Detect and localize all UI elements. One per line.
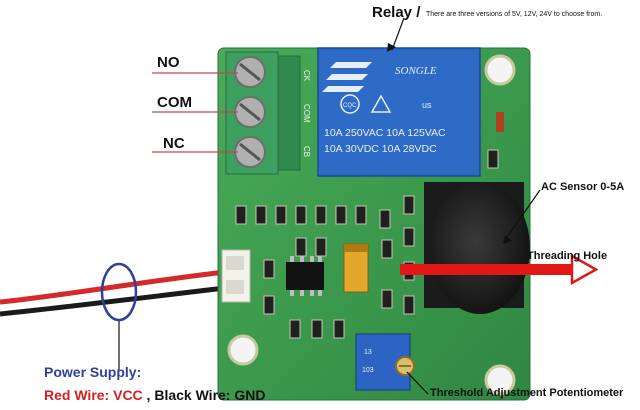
silk-cb: CB xyxy=(302,146,311,157)
potentiometer: 13 103 xyxy=(355,333,415,391)
label-threading-hole: Threading Hole xyxy=(527,250,608,262)
label-no: NO xyxy=(157,54,180,71)
power-connector xyxy=(221,249,251,303)
callout-lines xyxy=(152,72,238,153)
label-potentiometer: Threshold Adjustment Potentiometer xyxy=(430,387,624,399)
label-com: COM xyxy=(157,94,192,111)
silk-com: COM xyxy=(302,104,311,123)
songle-logo xyxy=(322,62,372,92)
svg-text:103: 103 xyxy=(362,367,374,374)
label-black-wire: Black Wire: GND xyxy=(154,387,266,403)
warning-triangle xyxy=(370,94,392,113)
supply-wires xyxy=(0,269,226,317)
relay-version-note: There are three versions of 5V, 12V, 24V… xyxy=(426,11,603,18)
relay-rating-2: 10A 30VDC 10A 28VDC xyxy=(324,143,437,155)
label-nc: NC xyxy=(163,135,185,152)
silk-ck: CK xyxy=(302,70,311,82)
label-separator: , xyxy=(142,387,155,403)
svg-text:13: 13 xyxy=(364,349,372,356)
terminal-block xyxy=(225,51,301,175)
relay-rating-1: 10A 250VAC 10A 125VAC xyxy=(324,127,446,139)
wire-highlight-ellipse xyxy=(100,262,138,322)
relay-title: Relay / xyxy=(372,4,421,21)
pointer-markers xyxy=(387,43,512,244)
pointer-lines xyxy=(118,17,541,395)
wire-legend: Red Wire: VCC , Black Wire: GND xyxy=(44,387,265,403)
label-ac-sensor: AC Sensor 0-5A xyxy=(541,181,625,193)
label-red-wire: Red Wire: VCC xyxy=(44,387,143,403)
diode xyxy=(496,112,504,132)
label-power-supply: Power Supply: xyxy=(44,364,142,380)
current-sensor xyxy=(424,182,530,314)
ic-chip xyxy=(286,256,324,296)
mounting-holes xyxy=(227,54,516,396)
cert-ul: us xyxy=(422,100,432,110)
relay-brand: SONGLE xyxy=(395,65,437,77)
threading-arrow xyxy=(400,253,599,286)
cert-cqc: CQC xyxy=(343,103,357,109)
